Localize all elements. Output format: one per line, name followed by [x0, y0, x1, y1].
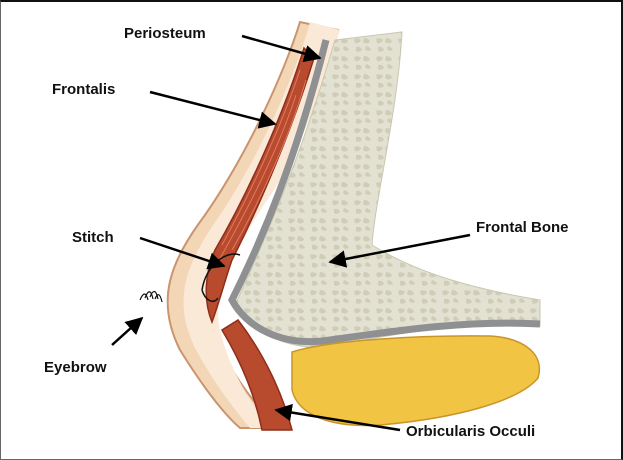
label-stitch: Stitch	[72, 229, 114, 246]
fat-pad	[292, 336, 539, 426]
label-orbicularis-occuli: Orbicularis Occuli	[406, 423, 535, 440]
label-eyebrow: Eyebrow	[44, 359, 107, 376]
eyebrow-arrow	[112, 318, 142, 345]
frontalis-arrow	[150, 92, 275, 124]
eyebrow-hairs	[140, 291, 162, 302]
label-frontal-bone: Frontal Bone	[476, 219, 569, 236]
label-periosteum: Periosteum	[124, 25, 206, 42]
label-frontalis: Frontalis	[52, 81, 115, 98]
